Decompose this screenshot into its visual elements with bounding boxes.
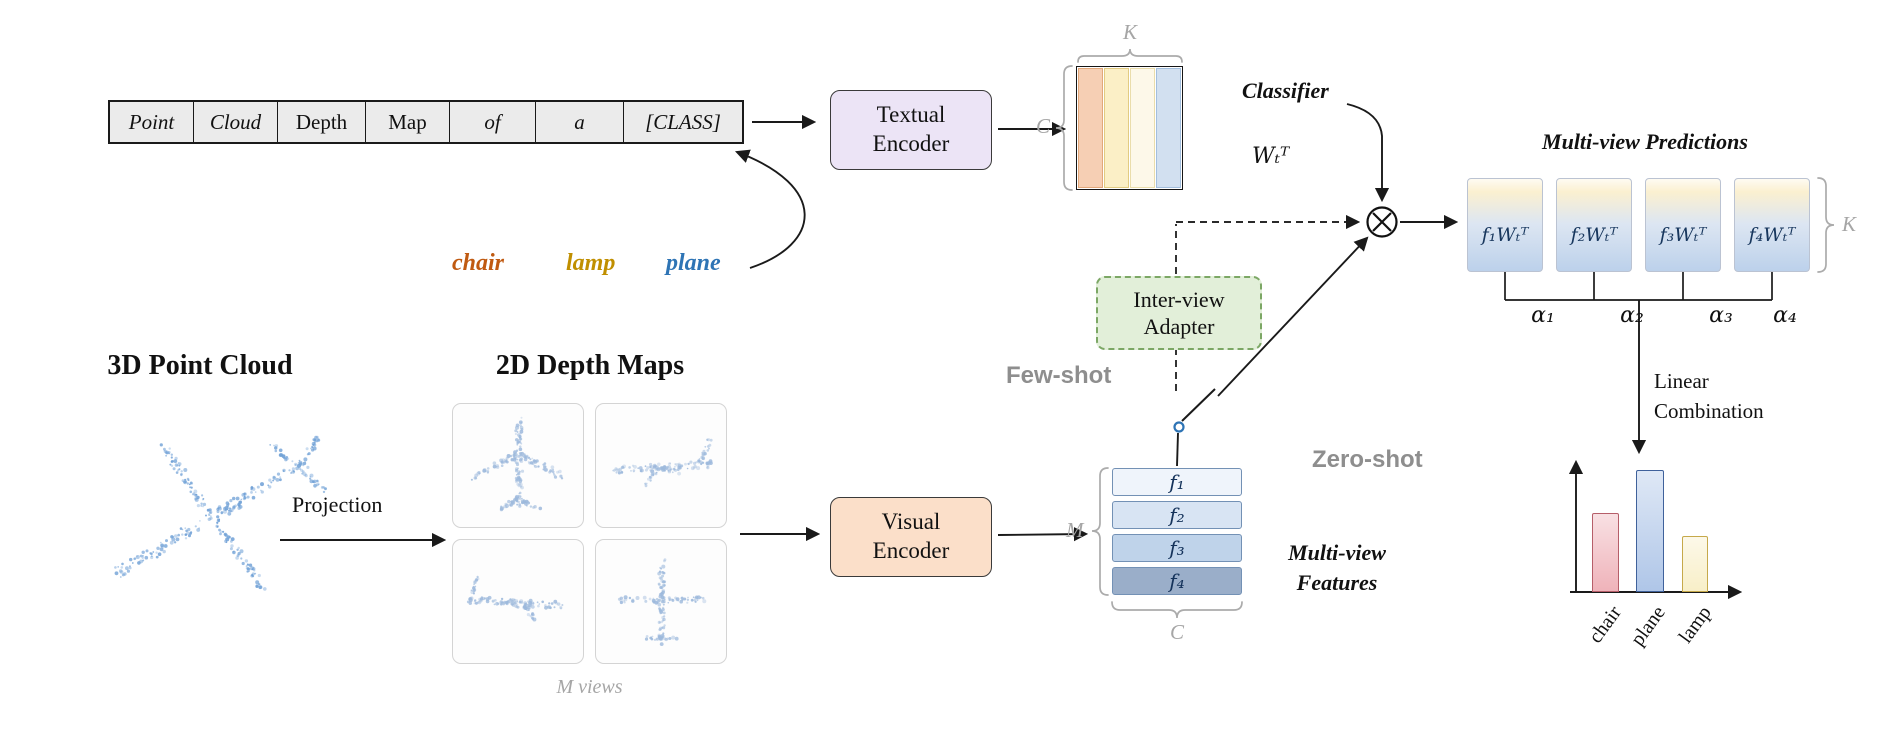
textual-encoder-label: Encoder [872, 131, 950, 156]
arrow-visual-encoder-to-features [997, 527, 1089, 542]
feature-vector: f₁ [1112, 468, 1242, 496]
brace-k-predictions [1817, 177, 1835, 273]
dimension-braces [1055, 48, 1835, 619]
projection-label: Projection [292, 492, 383, 517]
brace-c-features [1111, 601, 1243, 619]
prediction-box: f₁Wₜᵀ [1467, 178, 1543, 272]
weight-column [1130, 68, 1155, 188]
weight-column [1156, 68, 1181, 188]
mode-switch [1173, 388, 1216, 467]
brace-c-classifier [1055, 65, 1073, 191]
prompt-token-cell: a [536, 102, 624, 142]
depth-map-grid [452, 403, 727, 664]
classifier-title: Classifier [1242, 78, 1329, 103]
linear-combination-line: Combination [1654, 399, 1764, 423]
features-caption-line: Multi-view [1288, 540, 1386, 565]
visual-encoder-box: Visual Encoder [830, 497, 992, 577]
prompt-token-cell: Depth [278, 102, 366, 142]
dim-m-label: M [1066, 518, 1084, 542]
classifier-weight-matrix [1076, 66, 1183, 190]
classifier-weights-label: Wₜᵀ [1252, 144, 1290, 169]
feature-vector: f₄ [1112, 567, 1242, 595]
feature-vector: f₃ [1112, 534, 1242, 562]
alpha-weight: α₄ [1773, 303, 1797, 328]
dashed-few-shot-path [1175, 214, 1361, 394]
dim-k-label-predictions: K [1842, 212, 1857, 236]
switch-stem [1176, 432, 1179, 467]
weight-column [1104, 68, 1129, 188]
tensor-product-icon [1366, 206, 1398, 238]
point-cloud-scatter [114, 435, 327, 591]
arrow-classifier-to-product [1346, 103, 1390, 203]
result-bar-chair [1592, 513, 1619, 592]
weight-column [1078, 68, 1103, 188]
adapter-label: Inter-view [1133, 286, 1225, 312]
brace-k-classifier [1077, 48, 1183, 63]
visual-encoder-label: Visual [881, 509, 941, 535]
predictions-title: Multi-view Predictions [1542, 129, 1748, 154]
depth-map-view [452, 539, 584, 664]
result-chart-axes [1568, 459, 1743, 600]
alpha-weight: α₃ [1709, 303, 1733, 328]
prompt-token-cell: Map [366, 102, 450, 142]
alpha-weight: α₁ [1531, 303, 1555, 328]
feature-stack: f₁ f₂ f₃ f₄ [1112, 468, 1242, 595]
features-caption: Multi-view Features [1262, 538, 1412, 598]
result-bar-plane [1636, 470, 1664, 592]
depth-maps-title: 2D Depth Maps [495, 350, 685, 381]
switch-lever [1181, 388, 1216, 422]
prediction-box: f₄Wₜᵀ [1734, 178, 1810, 272]
prediction-box: f₃Wₜᵀ [1645, 178, 1721, 272]
depth-map-view [595, 539, 727, 664]
depth-map-view [595, 403, 727, 528]
dim-c-label-features: C [1169, 620, 1184, 644]
prediction-boxes: f₁Wₜᵀ f₂Wₜᵀ f₃Wₜᵀ f₄Wₜᵀ [1467, 178, 1810, 272]
linear-combination-line: Linear [1654, 369, 1709, 393]
inter-view-adapter-box: Inter-view Adapter [1096, 276, 1262, 350]
arrow-zero-shot-to-product [1217, 236, 1369, 397]
prompt-token-cell: [CLASS] [645, 109, 721, 134]
class-word-lamp: lamp [566, 250, 616, 276]
result-bar-lamp [1682, 536, 1708, 592]
features-caption-line: Features [1296, 570, 1378, 595]
feature-vector: f₂ [1112, 501, 1242, 529]
textual-encoder-box: Textual Encoder [830, 90, 992, 170]
depth-map-view [452, 403, 584, 528]
class-word-plane: plane [666, 250, 721, 276]
alpha-bracket [1504, 272, 1773, 301]
alpha-weight: α₂ [1620, 303, 1644, 328]
adapter-label: Adapter [1143, 314, 1215, 339]
brace-m-features [1091, 467, 1109, 596]
prompt-token-cell: Cloud [194, 102, 278, 142]
prompt-table: Point Cloud Depth Map of a [CLASS] [108, 100, 744, 144]
visual-encoder-label: Encoder [872, 538, 950, 563]
zero-shot-label: Zero-shot [1312, 446, 1423, 473]
dim-c-label: C [1036, 114, 1051, 138]
textual-encoder-label: Textual [876, 102, 946, 128]
m-views-caption: M views [556, 676, 623, 698]
class-word-chair: chair [452, 250, 505, 276]
prompt-token-cell: of [450, 102, 536, 142]
solid-arrows [280, 103, 1647, 548]
few-shot-label: Few-shot [1006, 362, 1112, 389]
dim-k-label: K [1123, 20, 1138, 44]
curved-arrow-class-to-token [734, 149, 806, 269]
linear-combination-label: Linear Combination [1654, 366, 1764, 426]
prompt-token-cell: Point [110, 102, 194, 142]
point-cloud-title: 3D Point Cloud [107, 350, 293, 381]
prediction-box: f₂Wₜᵀ [1556, 178, 1632, 272]
switch-pivot-icon [1173, 421, 1185, 433]
